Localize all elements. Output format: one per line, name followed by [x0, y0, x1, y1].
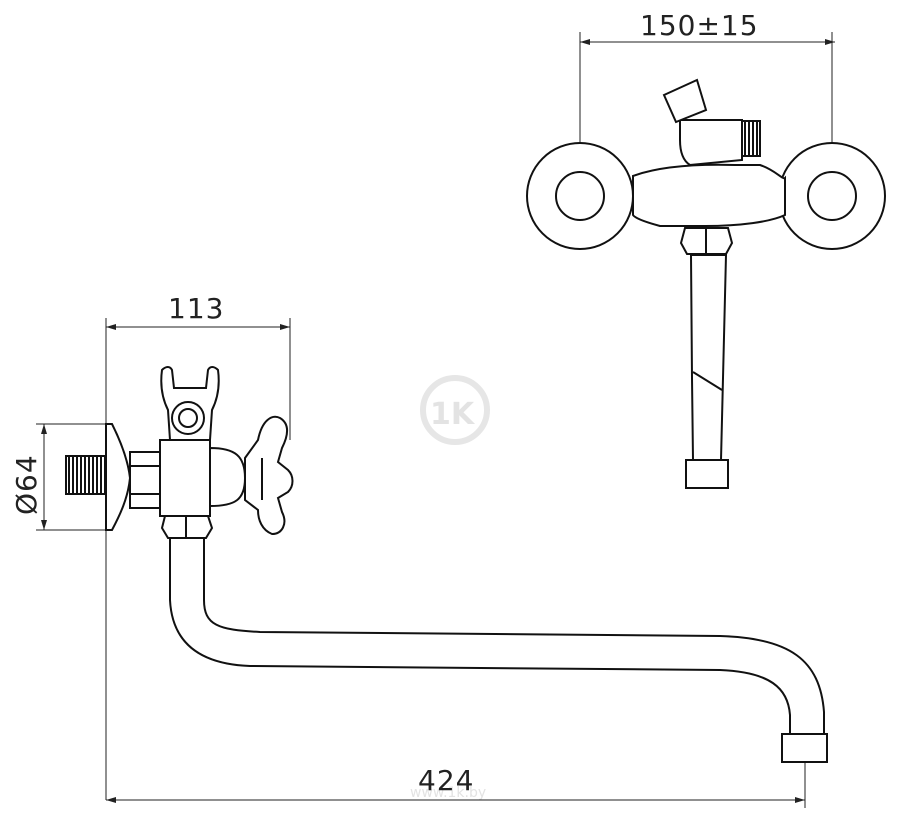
top-spout — [689, 254, 728, 461]
top-body — [632, 163, 786, 227]
dimension-label-total-length: 424 — [418, 764, 474, 797]
left-flange-inner — [555, 171, 605, 221]
watermark-logo-ring — [420, 375, 490, 445]
cross-handle — [244, 415, 294, 536]
wall-flange — [105, 423, 132, 531]
side-spout-tip — [781, 733, 828, 763]
top-thread — [741, 120, 761, 157]
dimension-label-top-width: 150±15 — [640, 9, 759, 42]
side-spout — [169, 537, 825, 735]
side-body — [159, 439, 211, 517]
dimension-label-diameter: Ø64 — [10, 454, 43, 515]
side-body-cap — [209, 446, 247, 508]
top-spout-tip — [685, 459, 729, 489]
side-connector-nut — [129, 451, 161, 509]
watermark: 1K www.1k.by — [410, 375, 490, 801]
top-diverter-handle — [662, 78, 708, 124]
watermark-logo-text: 1K — [430, 397, 476, 432]
right-flange-inner — [807, 171, 857, 221]
shower-holder-ring-inner — [178, 408, 198, 428]
top-view: 150±15 — [526, 9, 886, 489]
side-view: 113 Ø64 424 — [10, 292, 828, 808]
inlet-thread — [65, 455, 107, 495]
top-spout-bend — [692, 371, 723, 391]
dimension-label-body-width: 113 — [168, 292, 224, 325]
top-diverter — [679, 119, 743, 167]
